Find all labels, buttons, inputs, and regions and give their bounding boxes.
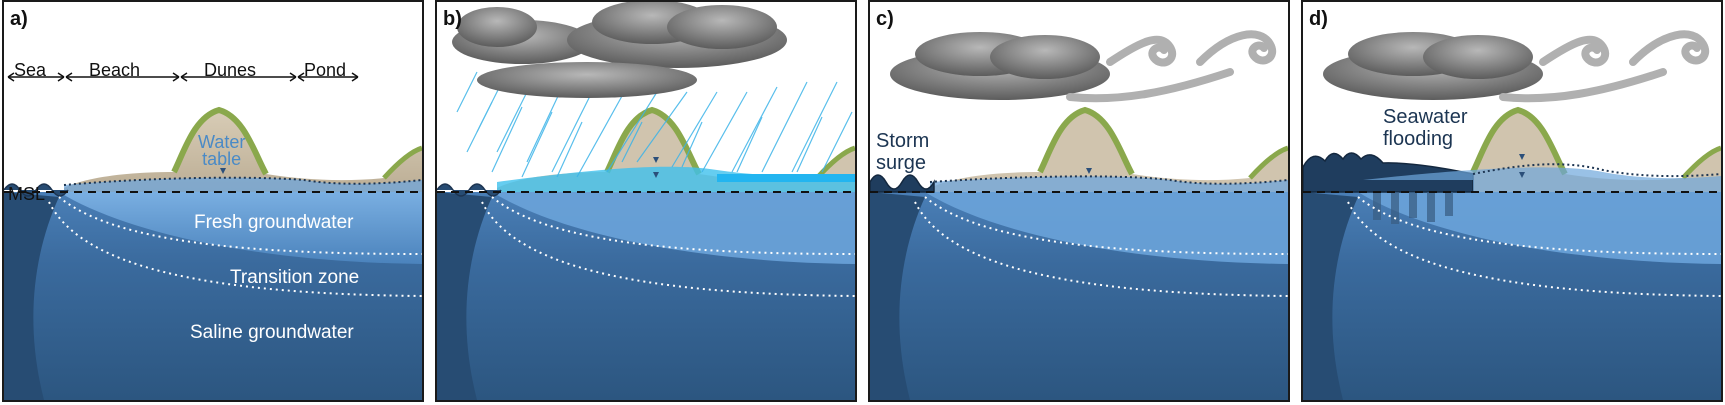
dune-sand xyxy=(930,110,1288,192)
zone-label-pond: Pond xyxy=(304,60,347,80)
freshwater-lens xyxy=(925,192,1288,264)
raised-water-table-zone xyxy=(497,166,855,192)
seawater-flooding-label-line2: flooding xyxy=(1383,128,1454,150)
water-table-label-line1: Water xyxy=(198,132,246,152)
flood-waves xyxy=(1303,152,1474,193)
saltwater-infiltration-fingers xyxy=(1373,192,1453,224)
zone-label-dunes: Dunes xyxy=(204,60,257,80)
dune-sand xyxy=(497,110,855,192)
panel-label: b) xyxy=(443,8,462,30)
water-table-line xyxy=(929,175,1288,185)
storm-cloud xyxy=(452,2,787,98)
rainfall-cross-section xyxy=(437,2,855,400)
sea-water-column xyxy=(437,192,492,400)
water-table-marker xyxy=(220,168,226,174)
dune-grass xyxy=(171,106,269,176)
dune-grass xyxy=(1037,106,1135,176)
raised-water-table-zone xyxy=(1363,167,1721,192)
surge-waves xyxy=(870,174,935,193)
zone-label-beach: Beach xyxy=(89,60,141,80)
transition-zone-label: Transition zone xyxy=(230,267,360,288)
storm-surge-label-line2: surge xyxy=(876,152,927,174)
freshwater-lens xyxy=(492,192,855,264)
wind-swirls xyxy=(1066,30,1276,103)
dune-sand xyxy=(1363,110,1721,192)
storm-cloud xyxy=(1323,32,1543,100)
unsaturated-water xyxy=(64,177,422,192)
raised-water-table-marker xyxy=(653,157,659,163)
raised-water-table-marker xyxy=(1519,154,1525,160)
upper-mixing-boundary xyxy=(1357,196,1721,255)
storm-surge-label: Storm surge xyxy=(876,130,929,174)
panel-label: d) xyxy=(1309,8,1328,30)
dune-grass-right xyxy=(1681,145,1721,180)
water-table-label: Water table xyxy=(198,132,246,169)
panel-a-baseline: a) Sea Beach Dunes Pond Water table MSL … xyxy=(2,0,424,402)
pond-overflow xyxy=(717,174,855,182)
sea-waves xyxy=(437,183,502,197)
zone-label-sea: Sea xyxy=(14,60,47,80)
fresh-groundwater-label: Fresh groundwater xyxy=(194,212,354,233)
dune-grass-right xyxy=(382,145,422,180)
panel-label: a) xyxy=(10,8,28,30)
storm-cloud xyxy=(890,32,1110,100)
original-water-table-marker xyxy=(653,172,659,178)
dune-sand xyxy=(64,110,422,192)
panel-c-storm-surge: c) Storm surge xyxy=(868,0,1290,402)
wind-swirls xyxy=(1499,30,1709,103)
water-table-line xyxy=(63,176,422,186)
arrow-heads xyxy=(7,72,359,82)
freshwater-lens xyxy=(59,192,422,264)
dune-grass-right xyxy=(1248,145,1288,180)
water-table-line xyxy=(1472,163,1721,178)
msl-label: MSL xyxy=(8,184,46,204)
sea-waves xyxy=(4,183,69,197)
upper-mixing-boundary xyxy=(58,196,422,255)
upper-mixing-boundary xyxy=(924,196,1288,255)
sea-water-column xyxy=(870,192,925,400)
sea-water-column xyxy=(1303,192,1358,400)
rain-streaks xyxy=(456,71,853,178)
panel-b-rainfall: b) xyxy=(435,0,857,402)
water-table-marker xyxy=(1086,168,1092,174)
dune-grass xyxy=(1470,106,1568,176)
unsaturated-water xyxy=(930,176,1288,192)
storm-surge-cross-section xyxy=(870,30,1288,400)
storm-surge-label-line1: Storm xyxy=(876,130,930,152)
seawater-flooding-cross-section xyxy=(1303,30,1721,400)
baseline-cross-section xyxy=(4,72,422,400)
upper-mixing-boundary xyxy=(491,196,855,255)
seawater-flooding-label-line1: Seawater xyxy=(1383,106,1468,128)
panel-d-seawater-flooding: d) Seawater flooding xyxy=(1301,0,1723,402)
panel-label: c) xyxy=(876,8,894,30)
seawater-flooding-label: Seawater flooding xyxy=(1383,106,1468,150)
sea-water-column xyxy=(4,192,59,400)
original-water-table-marker xyxy=(1519,172,1525,178)
saline-groundwater-label: Saline groundwater xyxy=(190,322,354,343)
water-table-label-line2: table xyxy=(202,149,242,169)
